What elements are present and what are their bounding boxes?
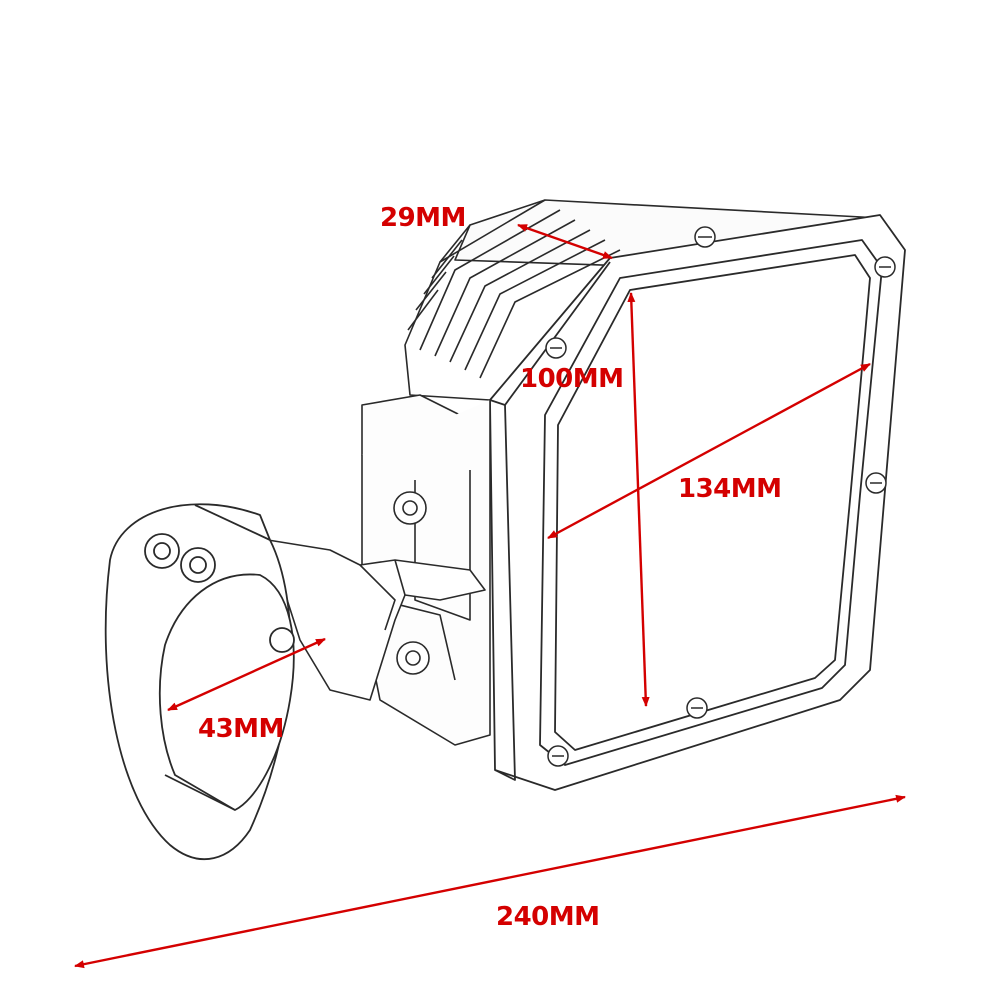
arrow-length — [74, 794, 906, 969]
frame-screws — [545, 226, 896, 767]
dimension-label-height: 100MM — [520, 364, 624, 394]
clamp-ring — [104, 503, 295, 861]
dimension-label-diagonal: 134MM — [678, 474, 782, 504]
dimension-label-clamp: 43MM — [198, 714, 284, 744]
dimension-label-depth: 29MM — [380, 203, 466, 233]
arrow-clamp — [167, 637, 326, 712]
dimension-label-length: 240MM — [496, 902, 600, 932]
arrow-diagonal — [547, 362, 871, 540]
dimension-arrows — [74, 223, 906, 969]
arrow-depth — [517, 223, 613, 260]
